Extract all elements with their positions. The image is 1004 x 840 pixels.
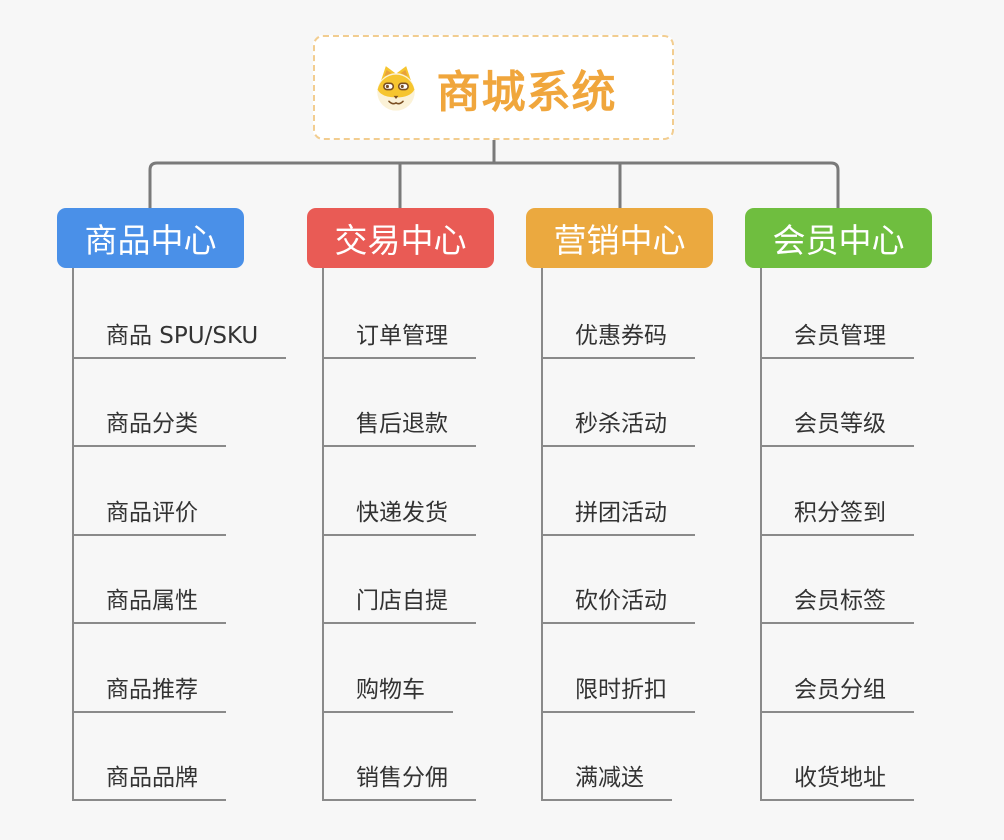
leaf-node[interactable]: 商品评价 — [72, 502, 226, 536]
leaf-node[interactable]: 门店自提 — [322, 590, 476, 624]
leaf-node[interactable]: 商品分类 — [72, 413, 226, 447]
doge-face-icon — [376, 65, 415, 111]
leaf-node[interactable]: 砍价活动 — [541, 590, 695, 624]
branch-node-product-center[interactable]: 商品中心 — [57, 208, 244, 268]
leaf-node[interactable]: 快递发货 — [322, 502, 476, 536]
leaf-node[interactable]: 优惠券码 — [541, 325, 695, 359]
leaf-node[interactable]: 商品品牌 — [72, 767, 226, 801]
leaf-node[interactable]: 售后退款 — [322, 413, 476, 447]
leaf-node[interactable]: 积分签到 — [760, 502, 914, 536]
leaf-node[interactable]: 秒杀活动 — [541, 413, 695, 447]
leaf-node[interactable]: 限时折扣 — [541, 679, 695, 713]
branch-trade-center: 交易中心 订单管理 售后退款 快递发货 门店自提 购物车 销售分佣 — [307, 208, 494, 801]
leaf-node[interactable]: 会员标签 — [760, 590, 914, 624]
branch-node-marketing-center[interactable]: 营销中心 — [526, 208, 713, 268]
branch-marketing-center: 营销中心 优惠券码 秒杀活动 拼团活动 砍价活动 限时折扣 满减送 — [526, 208, 713, 801]
branch-label: 会员中心 — [772, 221, 905, 260]
leaf-node[interactable]: 订单管理 — [322, 325, 476, 359]
leaf-node[interactable]: 商品推荐 — [72, 679, 226, 713]
branch-product-center: 商品中心 商品 SPU/SKU 商品分类 商品评价 商品属性 商品推荐 商品品牌 — [57, 208, 287, 801]
branch-label: 商品中心 — [84, 221, 217, 260]
root-node[interactable]: 商城系统 — [313, 35, 674, 140]
branch-label: 交易中心 — [334, 221, 467, 260]
leaf-node[interactable]: 销售分佣 — [322, 767, 476, 801]
leaf-node[interactable]: 收货地址 — [760, 767, 914, 801]
branch-member-center: 会员中心 会员管理 会员等级 积分签到 会员标签 会员分组 收货地址 — [745, 208, 932, 801]
leaf-node[interactable]: 会员分组 — [760, 679, 914, 713]
branch-node-member-center[interactable]: 会员中心 — [745, 208, 932, 268]
leaf-node[interactable]: 会员管理 — [760, 325, 914, 359]
leaf-node[interactable]: 会员等级 — [760, 413, 914, 447]
leaf-node[interactable]: 商品属性 — [72, 590, 226, 624]
root-node-label: 商城系统 — [436, 66, 617, 118]
leaf-node[interactable]: 购物车 — [322, 679, 453, 713]
leaf-node[interactable]: 拼团活动 — [541, 502, 695, 536]
leaf-node[interactable]: 满减送 — [541, 767, 672, 801]
branch-label: 营销中心 — [553, 221, 686, 260]
leaf-node[interactable]: 商品 SPU/SKU — [72, 325, 287, 359]
branch-node-trade-center[interactable]: 交易中心 — [307, 208, 494, 268]
